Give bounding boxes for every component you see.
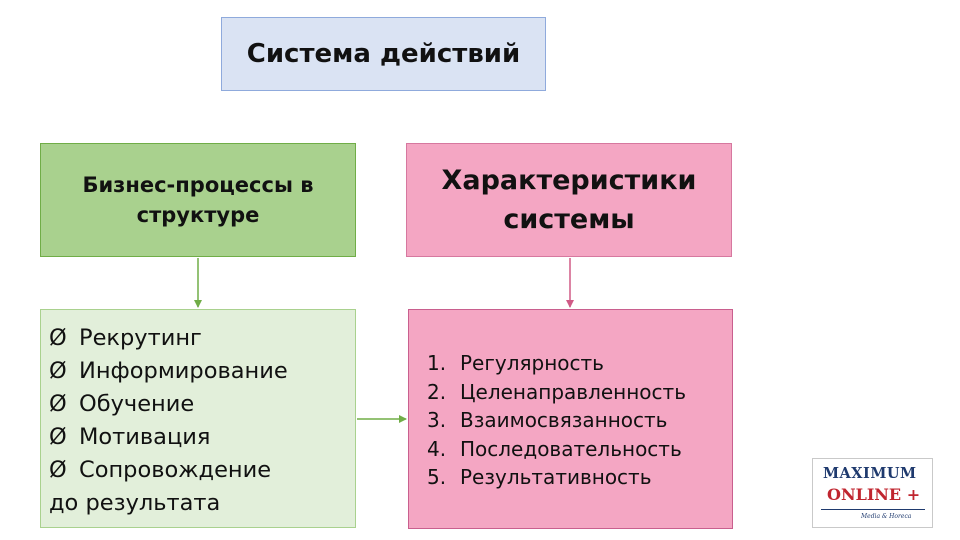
process-item-label: Обучение: [79, 391, 195, 417]
characteristic-item: 5. Результативность: [427, 463, 732, 492]
characteristic-number: 1.: [427, 351, 447, 375]
characteristic-item: 3. Взаимосвязанность: [427, 406, 732, 435]
logo-divider: [821, 509, 925, 510]
characteristic-number: 4.: [427, 436, 447, 461]
system-characteristics-header: Характеристики системы: [406, 143, 732, 257]
characteristics-list: 1. Регулярность 2. Целенаправленность 3. Вз…: [408, 309, 733, 529]
characteristic-label: Взаимосвязанность: [460, 408, 668, 432]
characteristic-number: 3.: [427, 408, 447, 432]
process-item-label: Информирование: [79, 358, 288, 384]
characteristic-item: 2. Целенаправленность: [427, 378, 732, 407]
maximum-online-logo: MAXIMUM ONLINE + Media & Horeca: [812, 458, 933, 528]
logo-line-2: ONLINE +: [827, 485, 921, 504]
arrow-bullet-icon: Ø: [49, 424, 67, 450]
process-item-label: Рекрутинг: [79, 325, 202, 351]
characteristic-number: 2.: [427, 379, 447, 404]
system-title: Система действий: [221, 17, 546, 91]
process-item-continuation: до результата: [49, 490, 221, 516]
process-item-label: Мотивация: [79, 424, 211, 450]
characteristic-number: 5.: [427, 465, 447, 489]
business-processes-list: Ø Рекрутинг Ø Информирование Ø Обучение Ø Мо…: [40, 309, 356, 528]
arrow-bullet-icon: Ø: [49, 391, 67, 417]
logo-tagline: Media & Horeca: [861, 513, 912, 520]
process-item: Ø Обучение: [49, 388, 349, 421]
process-item: Ø Информирование: [49, 355, 349, 388]
characteristic-label: Целенаправленность: [460, 379, 686, 404]
arrow-bullet-icon: Ø: [49, 457, 67, 483]
process-item: Ø Сопровождение: [49, 454, 349, 487]
process-item: Ø Рекрутинг: [49, 322, 349, 355]
characteristic-label: Результативность: [460, 465, 652, 489]
process-item: Ø Мотивация: [49, 421, 349, 454]
characteristic-label: Регулярность: [460, 351, 604, 375]
process-item-label: Сопровождение: [79, 457, 272, 483]
business-processes-header: Бизнес-процессы в структуре: [40, 143, 356, 257]
characteristic-item: 1. Регулярность: [427, 349, 732, 378]
characteristic-label: Последовательность: [460, 436, 682, 461]
arrow-bullet-icon: Ø: [49, 358, 67, 384]
logo-line-1: MAXIMUM: [823, 465, 917, 482]
arrow-bullet-icon: Ø: [49, 325, 67, 351]
characteristic-item: 4. Последовательность: [427, 435, 732, 464]
